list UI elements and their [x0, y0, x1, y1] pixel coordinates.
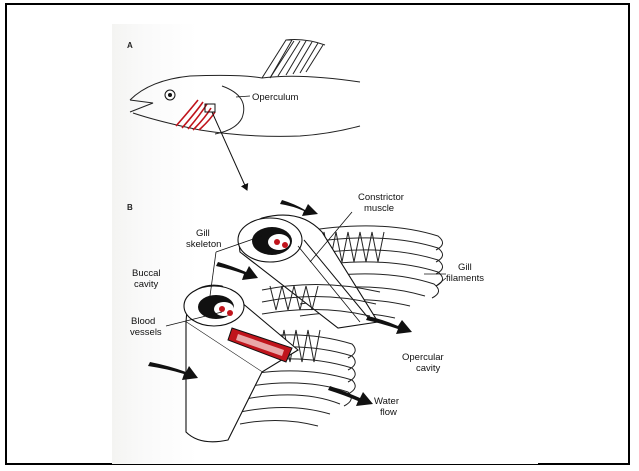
- panel-b-letter: B: [127, 203, 133, 212]
- fish-eye: [165, 90, 175, 100]
- water-flow-label: Water flow: [374, 396, 402, 418]
- constrictor-muscle-label: Constrictor muscle: [358, 192, 407, 214]
- panel-a-letter: A: [127, 41, 133, 50]
- opercular-cavity-label: Opercular cavity: [402, 352, 446, 374]
- blood-vessels-label: Blood vessels: [130, 316, 162, 338]
- fish-outline: [130, 40, 360, 137]
- zoom-arrow: [212, 112, 247, 190]
- buccal-cavity-label: Buccal cavity: [132, 268, 163, 290]
- lower-gill-arch: [184, 285, 298, 442]
- upper-gill-arch: [238, 215, 378, 328]
- gill-filaments-label: Gill filaments: [446, 262, 484, 284]
- gill-skeleton-label: Gill skeleton: [186, 228, 221, 250]
- operculum-label: Operculum: [252, 92, 299, 103]
- operculum-leader: [236, 96, 250, 97]
